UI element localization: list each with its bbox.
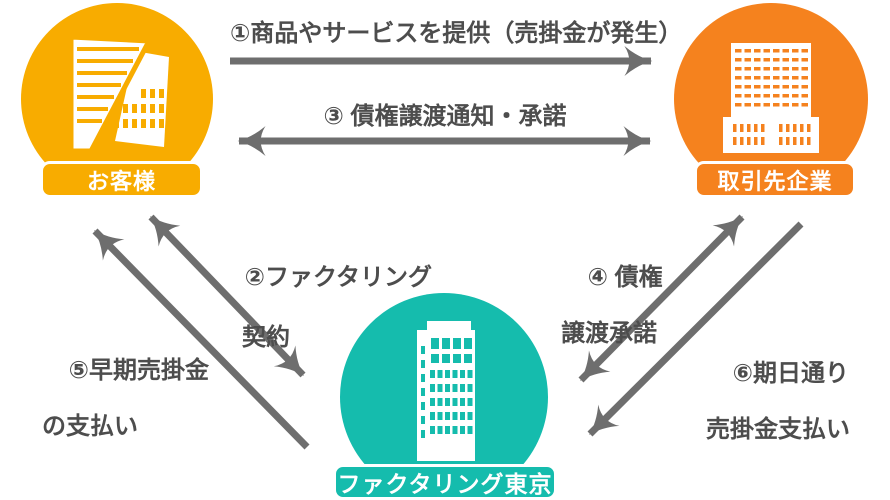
invoice-documents-icon bbox=[68, 34, 169, 154]
flow-label-step5: ⑤早期売掛金 の支払い bbox=[42, 329, 209, 497]
flow-label-step5-line1: ⑤早期売掛金 bbox=[68, 357, 209, 384]
flow-label-step2: ②ファクタリング 契約 bbox=[218, 233, 432, 413]
flow-label-step6: ⑥期日通り 売掛金支払い bbox=[706, 332, 850, 500]
flow-label-step4-line1: ④ 債権 bbox=[587, 264, 663, 291]
flow-label-step4-line2: 譲渡承諾 bbox=[561, 320, 657, 347]
flow-label-step6-line1: ⑥期日通り bbox=[732, 360, 849, 387]
arrow-step2 bbox=[148, 214, 306, 378]
flow-label-step2-line1: ②ファクタリング bbox=[244, 264, 433, 291]
flow-label-step4: ④ 債権 譲渡承諾 bbox=[561, 236, 663, 404]
arrow-step5 bbox=[92, 228, 310, 450]
flow-label-step6-line2: 売掛金支払い bbox=[706, 416, 850, 443]
flow-label-step1: ①商品やサービスを提供（売掛金が発生） bbox=[230, 20, 683, 47]
factoring-label: ファクタリング東京 bbox=[333, 464, 557, 500]
client-label: 取引先企業 bbox=[694, 161, 856, 198]
flow-label-step3: ③ 債権譲渡通知・承諾 bbox=[323, 103, 567, 130]
office-building-icon bbox=[723, 43, 819, 153]
customer-label: お客様 bbox=[40, 161, 203, 198]
arrow-step4 bbox=[578, 214, 745, 383]
arrow-step6 bbox=[587, 221, 804, 437]
flow-label-step5-line2: の支払い bbox=[42, 413, 138, 440]
flow-label-step2-line2: 契約 bbox=[242, 324, 290, 351]
skyscraper-icon bbox=[417, 321, 475, 461]
